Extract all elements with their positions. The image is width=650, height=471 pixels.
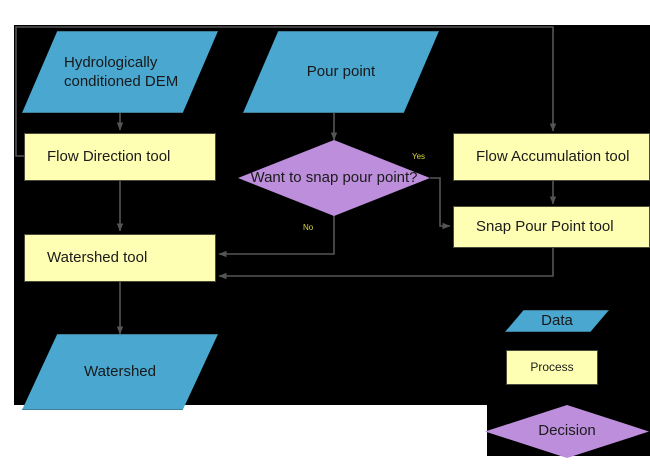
legend-decision-label: Decision xyxy=(538,422,596,440)
node-label: Pour point xyxy=(306,63,376,81)
edge-decision-no-to-watershedtool xyxy=(218,215,335,258)
node-pour-point[interactable]: Pour point xyxy=(243,31,439,113)
node-watershed-tool[interactable]: Watershed tool xyxy=(24,234,216,282)
legend-data-shape: Data xyxy=(505,310,609,332)
node-snap-pour-point-tool[interactable]: Snap Pour Point tool xyxy=(453,206,650,248)
node-label: Snap Pour Point tool xyxy=(476,218,614,236)
legend-decision-shape: Decision xyxy=(485,405,649,458)
edge-decision-yes-to-snap xyxy=(430,177,451,230)
data-shape-fill xyxy=(22,334,218,410)
data-shape-fill xyxy=(22,31,218,113)
legend-data-label: Data xyxy=(541,312,573,330)
node-label: Watershed xyxy=(84,363,156,381)
node-flow-accumulation-tool[interactable]: Flow Accumulation tool xyxy=(453,133,650,181)
node-watershed-output[interactable]: Watershed xyxy=(22,334,218,410)
legend-process-label: Process xyxy=(530,359,574,374)
node-flow-direction-tool[interactable]: Flow Direction tool xyxy=(24,133,216,181)
legend-process-shape: Process xyxy=(506,350,598,385)
edge-label-no: No xyxy=(303,223,314,232)
node-label: Flow Accumulation tool xyxy=(476,148,630,166)
node-label: Want to snap pour point? xyxy=(250,168,418,186)
node-label: Watershed tool xyxy=(47,249,148,267)
edge-snap-to-watershedtool xyxy=(218,247,554,280)
node-want-to-snap-decision[interactable]: Want to snap pour point? xyxy=(238,140,430,216)
node-label: Hydrologically conditioned DEM xyxy=(64,53,179,91)
edge-label-yes: Yes xyxy=(412,152,426,161)
node-label: Flow Direction tool xyxy=(47,148,171,166)
node-hydrologically-conditioned-dem[interactable]: Hydrologically conditioned DEM xyxy=(22,31,218,113)
edge-flowdirection-to-flowaccumulation xyxy=(15,26,557,157)
